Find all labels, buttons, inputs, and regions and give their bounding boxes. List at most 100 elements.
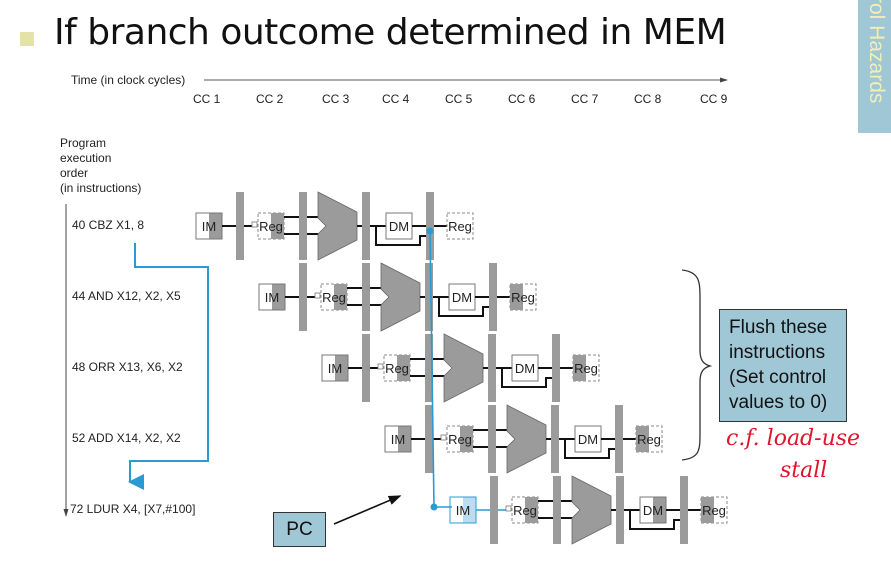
- pipeline-register-ex-mem: [425, 263, 433, 331]
- pipeline-register-id-ex: [362, 263, 370, 331]
- clock-cycle-label: CC 2: [256, 92, 284, 106]
- instruction-memory-active-half: [335, 355, 348, 381]
- handwritten-note-line1: c.f. load-use: [726, 426, 861, 451]
- pipeline-register-if-id: [490, 476, 498, 544]
- clock-cycle-label: CC 4: [382, 92, 410, 106]
- register-file-write-active-half: [510, 284, 523, 310]
- clock-cycle-label: CC 6: [508, 92, 536, 106]
- pc-dest-dot: [430, 503, 438, 511]
- register-file-read-active-half: [525, 497, 538, 523]
- data-memory-box: [511, 354, 539, 382]
- register-file-write-label: Reg: [574, 361, 598, 376]
- alu-shape: [506, 404, 547, 474]
- clock-cycle-label: CC 1: [193, 92, 221, 106]
- pipeline-register-mem-wb: [489, 263, 497, 331]
- register-file-write-active-half: [701, 497, 714, 523]
- reg-write-port: [377, 363, 384, 370]
- flush-brace: [681, 269, 713, 461]
- instruction-label: 72 LDUR X4, [X7,#100]: [70, 502, 196, 516]
- reg-write-port: [440, 434, 447, 441]
- pipeline-row: IM Reg DM Reg: [195, 191, 474, 261]
- pipeline-register-id-ex: [299, 192, 307, 260]
- instruction-memory-active-half: [463, 497, 476, 523]
- instruction-memory-label: IM: [202, 219, 216, 234]
- reg-write-port: [314, 292, 321, 299]
- data-memory-active-half: [653, 497, 666, 523]
- alu-shape: [317, 191, 358, 261]
- program-order-line: execution: [60, 151, 112, 165]
- instruction-label: 48 ORR X13, X6, X2: [72, 360, 183, 374]
- section-side-tab[interactable]: rol Hazards: [858, 0, 891, 133]
- instruction-label: 40 CBZ X1, 8: [72, 218, 145, 232]
- register-file-read-label: Reg: [259, 219, 283, 234]
- clock-cycle-label: CC 9: [700, 92, 728, 106]
- pipeline-row: IM Reg DM Reg: [384, 404, 663, 474]
- clock-cycle-label: CC 5: [445, 92, 473, 106]
- pipeline-register-ex-mem: [551, 405, 559, 473]
- pipeline-register-mem-wb: [552, 334, 560, 402]
- pipeline-register-if-id: [299, 263, 307, 331]
- alu-shape: [443, 333, 484, 403]
- clock-cycle-label: CC 3: [322, 92, 350, 106]
- data-memory-label: DM: [389, 219, 409, 234]
- dm-bypass-wire: [438, 297, 491, 317]
- reg-write-port: [505, 505, 512, 512]
- pipeline-row: IM Reg DM Reg: [321, 333, 600, 403]
- clock-cycle-label: CC 7: [571, 92, 599, 106]
- pipeline-register-mem-wb: [680, 476, 688, 544]
- pipeline-register-mem-wb: [426, 192, 434, 260]
- register-file-read-label: Reg: [513, 503, 537, 518]
- pipeline-register-id-ex: [553, 476, 561, 544]
- dm-bypass-wire: [375, 226, 428, 246]
- pipeline-register-ex-mem: [362, 192, 370, 260]
- instruction-label: 44 AND X12, X2, X5: [72, 289, 181, 303]
- pipeline-register-mem-wb: [615, 405, 623, 473]
- branch-target-path: [128, 243, 209, 490]
- dm-bypass-wire: [564, 439, 617, 459]
- flush-callout-line: Flush these: [729, 317, 828, 338]
- dm-bypass-wire: [629, 510, 682, 530]
- program-order-line: (in instructions): [60, 181, 142, 195]
- register-file-read-label: Reg: [385, 361, 409, 376]
- register-file-write-active-half: [636, 426, 649, 452]
- time-axis-label: Time (in clock cycles): [71, 73, 186, 87]
- program-order-line: order: [60, 166, 89, 180]
- register-file-read-label: Reg: [322, 290, 346, 305]
- instruction-memory-active-half: [272, 284, 285, 310]
- title-bullet: [20, 32, 34, 46]
- register-file-write-box: [446, 212, 474, 240]
- register-file-read-active-half: [334, 284, 347, 310]
- flush-callout-line: (Set control: [729, 367, 827, 388]
- register-file-read-active-half: [271, 213, 284, 239]
- data-memory-label: DM: [578, 432, 598, 447]
- pipeline-register-if-id: [362, 334, 370, 402]
- pipeline-register-if-id: [425, 405, 433, 473]
- program-order-line: Program: [60, 136, 107, 150]
- alu-shape: [380, 262, 421, 332]
- pipeline-register-ex-mem: [616, 476, 624, 544]
- dm-bypass-wire: [501, 368, 554, 388]
- pc-update-line: [429, 230, 452, 508]
- slide-title: If branch outcome determined in MEM: [54, 12, 727, 53]
- register-file-write-active-half: [573, 355, 586, 381]
- instruction-memory-label: IM: [328, 361, 342, 376]
- pipeline-register-ex-mem: [488, 334, 496, 402]
- section-side-tab-label: rol Hazards: [865, 0, 888, 104]
- data-memory-label: DM: [515, 361, 535, 376]
- data-memory-label: DM: [643, 503, 663, 518]
- register-file-write-label: Reg: [448, 219, 472, 234]
- pc-label-box: PC: [273, 512, 326, 547]
- reg-write-port: [251, 221, 258, 228]
- register-file-read-label: Reg: [448, 432, 472, 447]
- flush-callout: Flush these instructions (Set control va…: [719, 309, 847, 422]
- data-memory-box: [574, 425, 602, 453]
- instruction-memory-label: IM: [391, 432, 405, 447]
- program-order-label: Program execution order (in instructions…: [60, 136, 141, 196]
- pc-source-dot: [426, 227, 434, 235]
- pc-arrow: [333, 495, 402, 525]
- register-file-write-label: Reg: [637, 432, 661, 447]
- register-file-write-label: Reg: [511, 290, 535, 305]
- instruction-memory-label: IM: [265, 290, 279, 305]
